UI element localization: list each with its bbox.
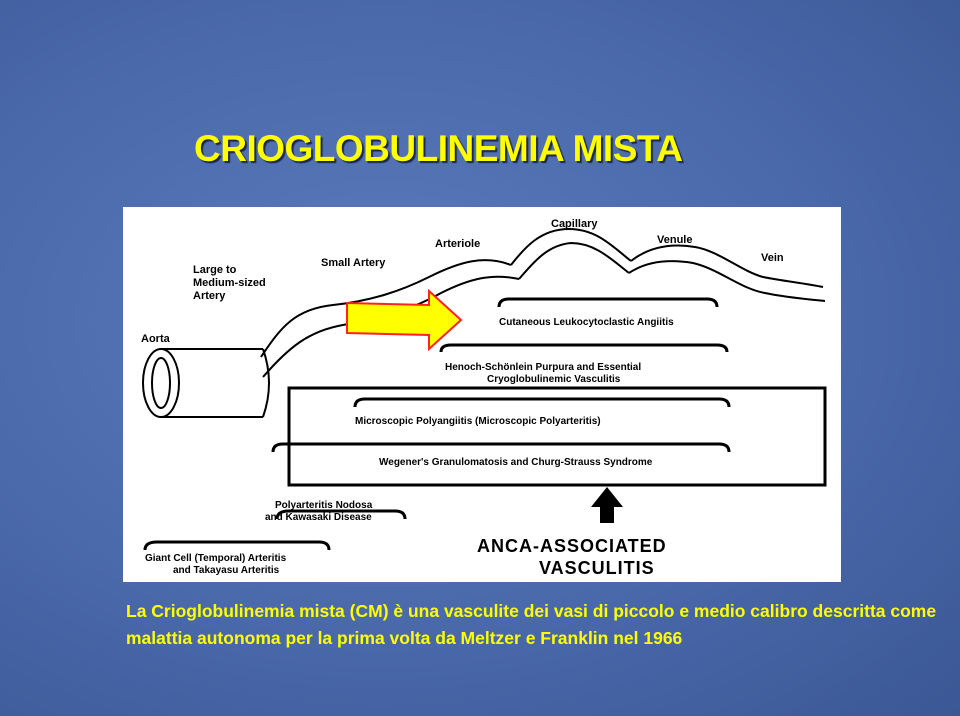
anca-label-line2: VASCULITIS <box>539 558 655 578</box>
vessel-diagram: Aorta Large to Medium-sized Artery Small… <box>141 218 827 578</box>
henoch-schonlein-label-line1: Henoch-Schönlein Purpura and Essential <box>445 362 641 373</box>
highlight-arrow-icon <box>346 288 463 352</box>
large-artery-label-line2: Medium-sized <box>193 277 266 289</box>
up-arrow-icon <box>591 487 623 523</box>
vein-label: Vein <box>761 252 784 264</box>
anca-associated-label: ANCA-ASSOCIATED VASCULITIS <box>477 536 667 578</box>
disease-labels: Cutaneous Leukocytoclastic Angiitis Heno… <box>145 317 674 576</box>
polyarteritis-nodosa-label-line1: Polyarteritis Nodosa <box>275 500 373 511</box>
venule-label: Venule <box>657 234 692 246</box>
slide-caption: La Crioglobulinemia mista (CM) è una vas… <box>126 601 937 648</box>
small-artery-label: Small Artery <box>321 257 386 269</box>
microscopic-polyangiitis-label: Microscopic Polyangiitis (Microscopic Po… <box>355 416 601 427</box>
aorta-vessel <box>142 348 270 418</box>
slide-title: CRIOGLOBULINEMIA MISTA <box>194 128 683 169</box>
large-artery-label-line3: Artery <box>193 290 226 302</box>
anca-label-line1: ANCA-ASSOCIATED <box>477 536 667 556</box>
cutaneous-angiitis-label: Cutaneous Leukocytoclastic Angiitis <box>499 317 674 328</box>
polyarteritis-nodosa-label-line2: and Kawasaki Disease <box>265 512 372 523</box>
vessel-tree <box>260 227 826 378</box>
aorta-label: Aorta <box>141 333 171 345</box>
wegener-churg-strauss-label: Wegener's Granulomatosis and Churg-Strau… <box>379 457 653 468</box>
giant-cell-arteritis-label-line1: Giant Cell (Temporal) Arteritis <box>145 553 287 564</box>
capillary-label: Capillary <box>551 218 598 230</box>
giant-cell-arteritis-label-line2: and Takayasu Arteritis <box>173 565 280 576</box>
vasculitis-classification-figure: Aorta Large to Medium-sized Artery Small… <box>123 207 841 582</box>
large-artery-label-line1: Large to <box>193 264 237 276</box>
range-brackets <box>143 297 731 551</box>
vessel-labels: Aorta Large to Medium-sized Artery Small… <box>141 218 784 345</box>
arteriole-label: Arteriole <box>435 238 480 250</box>
anca-group-box <box>287 386 827 487</box>
henoch-schonlein-label-line2: Cryoglobulinemic Vasculitis <box>487 374 621 385</box>
